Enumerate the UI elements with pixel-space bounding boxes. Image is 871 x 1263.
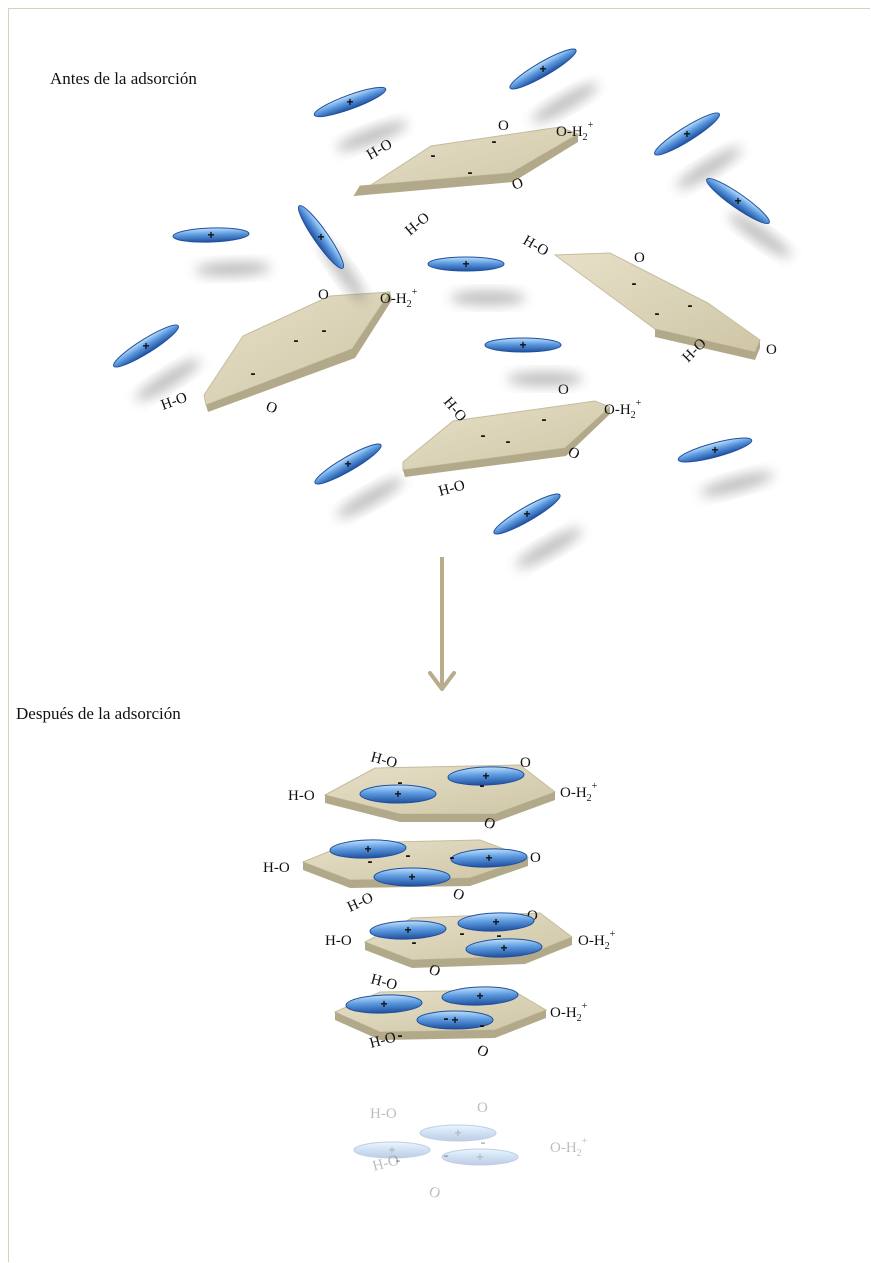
after-adsorption-title: Después de la adsorción (16, 704, 181, 723)
plus-sign: + (476, 1150, 483, 1164)
cation-ion: + (428, 257, 526, 305)
hydroxyl-label: H-O (325, 933, 352, 949)
negative-charge: - (368, 853, 373, 870)
negative-charge: - (688, 297, 693, 314)
process-arrow (430, 557, 454, 689)
hydroxyl-label: H-O (520, 233, 551, 260)
negative-charge: - (398, 774, 403, 791)
plus-sign: + (523, 507, 530, 521)
before-adsorption-title: Antes de la adsorción (50, 69, 197, 88)
protonated-hydroxyl-label: O-H2+ (560, 781, 598, 804)
negative-charge: - (481, 1134, 486, 1151)
plus-sign: + (734, 194, 741, 208)
hydroxyl-label: H-O (345, 890, 376, 916)
cation-ion: + (485, 338, 583, 386)
plus-sign: + (404, 923, 411, 937)
cation-ion: + (173, 227, 271, 278)
cation-layer: ++++++++++++++++++++++++++ (110, 44, 795, 1165)
hydroxyl-label: H-O (402, 210, 433, 240)
oxide-label: O (474, 1042, 491, 1061)
plus-sign: + (408, 870, 415, 884)
plus-sign: + (683, 127, 690, 141)
plus-sign: + (539, 62, 546, 76)
negative-charge: - (444, 1147, 449, 1164)
negative-charge: - (506, 433, 511, 450)
plus-sign: + (519, 338, 526, 352)
hydroxyl-label: H-O (369, 971, 399, 993)
cation-ion: + (703, 173, 795, 262)
hydroxyl-label: H-O (370, 1106, 397, 1122)
oxide-label: O (477, 1100, 488, 1116)
negative-charge: - (481, 427, 486, 444)
cation-ion: + (676, 433, 775, 500)
negative-charge: - (492, 133, 497, 150)
protonated-hydroxyl-label: O-H2+ (380, 287, 418, 310)
cation-ion: + (374, 868, 450, 886)
oxide-label: O (498, 118, 509, 134)
plus-sign: + (317, 230, 324, 244)
negative-charge: - (398, 1027, 403, 1044)
oxide-label: O (510, 175, 526, 194)
hydroxyl-label: H-O (263, 860, 290, 876)
oxide-label: O (264, 399, 280, 418)
negative-charge: - (444, 1010, 449, 1027)
protonated-hydroxyl-label: O-H2+ (550, 1136, 588, 1159)
plus-sign: + (344, 457, 351, 471)
clay-sheet (204, 292, 392, 412)
negative-charge: - (480, 777, 485, 794)
negative-charge: - (460, 925, 465, 942)
cation-ion: + (442, 1149, 518, 1165)
oxide-label: O (427, 1184, 443, 1203)
negative-charge: - (632, 275, 637, 292)
plus-sign: + (485, 851, 492, 865)
plus-sign: + (388, 1143, 395, 1157)
plus-sign: + (476, 989, 483, 1003)
protonated-hydroxyl-label: O-H2+ (550, 1001, 588, 1024)
cation-ion: + (293, 202, 370, 306)
plus-sign: + (142, 339, 149, 353)
negative-charge: - (251, 365, 256, 382)
negative-charge: - (406, 847, 411, 864)
negative-charge: - (468, 164, 473, 181)
cation-ion: + (354, 1142, 430, 1158)
negative-charge: - (497, 927, 502, 944)
plus-sign: + (500, 941, 507, 955)
hydroxyl-label: H-O (288, 788, 315, 804)
oxide-label: O (634, 250, 645, 266)
negative-charge: - (450, 849, 455, 866)
plus-sign: + (380, 997, 387, 1011)
hydroxyl-label: H-O (437, 477, 467, 499)
negative-charge: - (294, 332, 299, 349)
cation-ion: + (491, 489, 586, 573)
plus-sign: + (346, 95, 353, 109)
negative-charge: - (396, 1152, 401, 1169)
oxide-label: O (530, 850, 541, 866)
cation-ion: + (110, 320, 204, 406)
plus-sign: + (207, 228, 214, 242)
cation-ion: + (651, 108, 745, 194)
negative-charge: - (412, 934, 417, 951)
plus-sign: + (462, 257, 469, 271)
oxide-label: O (520, 755, 531, 771)
negative-charge: - (480, 1017, 485, 1034)
oxide-label: O (766, 342, 777, 358)
protonated-hydroxyl-label: O-H2+ (556, 120, 594, 143)
hydroxyl-label: H-O (159, 390, 190, 414)
oxide-label: O (318, 287, 329, 303)
negative-charge: - (542, 411, 547, 428)
protonated-hydroxyl-label: O-H2+ (578, 929, 616, 952)
negative-charge: - (431, 147, 436, 164)
cation-ion: + (507, 44, 602, 128)
plus-sign: + (711, 443, 718, 457)
plus-sign: + (454, 1126, 461, 1140)
plus-sign: + (451, 1013, 458, 1027)
cation-ion: + (312, 82, 410, 155)
cation-ion: + (312, 439, 407, 523)
oxide-label: O (451, 886, 467, 905)
negative-charge: - (655, 305, 660, 322)
protonated-hydroxyl-label: O-H2+ (604, 398, 642, 421)
negative-charge: - (322, 322, 327, 339)
